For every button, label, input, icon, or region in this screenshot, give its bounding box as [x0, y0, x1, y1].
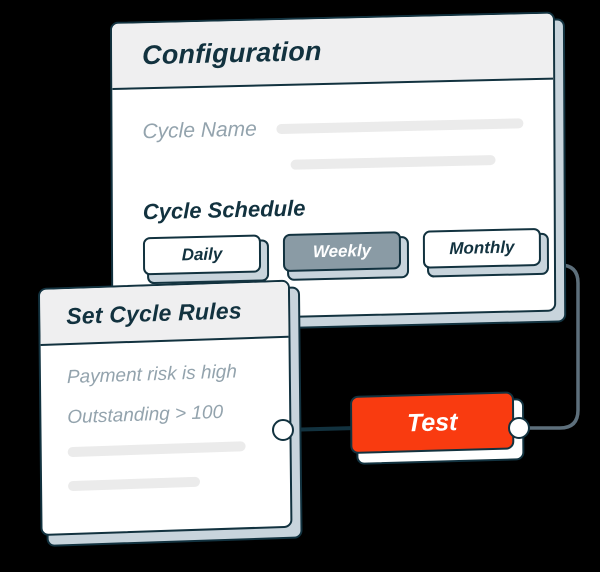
cycle-name-field-row: Cycle Name: [142, 106, 524, 149]
segment-monthly[interactable]: Monthly: [422, 227, 541, 269]
rule-item-payment-risk[interactable]: Payment risk is high: [66, 361, 237, 389]
rules-card-title: Set Cycle Rules: [66, 296, 242, 329]
rules-card-header: Set Cycle Rules: [40, 281, 289, 346]
page-title: Configuration: [142, 35, 322, 70]
test-node[interactable]: Test: [350, 391, 525, 465]
set-cycle-rules-card[interactable]: Set Cycle Rules Payment risk is high Out…: [38, 279, 303, 547]
cycle-schedule-segmented-control: Daily Weekly Monthly: [142, 227, 550, 285]
rule-item-outstanding[interactable]: Outstanding > 100: [67, 401, 224, 429]
segment-daily-wrap: Daily: [142, 234, 270, 285]
cycle-schedule-label: Cycle Schedule: [142, 195, 306, 225]
cycle-name-label: Cycle Name: [142, 117, 257, 144]
output-port-dot[interactable]: [508, 417, 530, 439]
cycle-name-input[interactable]: [276, 118, 524, 135]
cycle-name-secondary-input[interactable]: [290, 154, 496, 170]
test-button[interactable]: Test: [350, 391, 515, 455]
rules-card-content: Payment risk is high Outstanding > 100: [41, 338, 290, 492]
configuration-card-header: Configuration: [112, 13, 554, 90]
segment-weekly[interactable]: Weekly: [282, 231, 402, 272]
input-port-dot[interactable]: [272, 419, 294, 441]
rule-placeholder-bar-1[interactable]: [67, 441, 246, 458]
rule-placeholder-bar-2[interactable]: [68, 476, 201, 492]
card-surface: Configuration Cycle Name Cycle Schedule …: [110, 11, 557, 323]
segment-daily[interactable]: Daily: [142, 234, 262, 276]
segment-monthly-wrap: Monthly: [422, 227, 550, 278]
configuration-card[interactable]: Configuration Cycle Name Cycle Schedule …: [110, 11, 567, 333]
segment-weekly-wrap: Weekly: [282, 231, 410, 281]
card-surface: Set Cycle Rules Payment risk is high Out…: [38, 279, 293, 537]
configuration-card-content: Cycle Name Cycle Schedule Daily Weekly: [112, 80, 554, 285]
